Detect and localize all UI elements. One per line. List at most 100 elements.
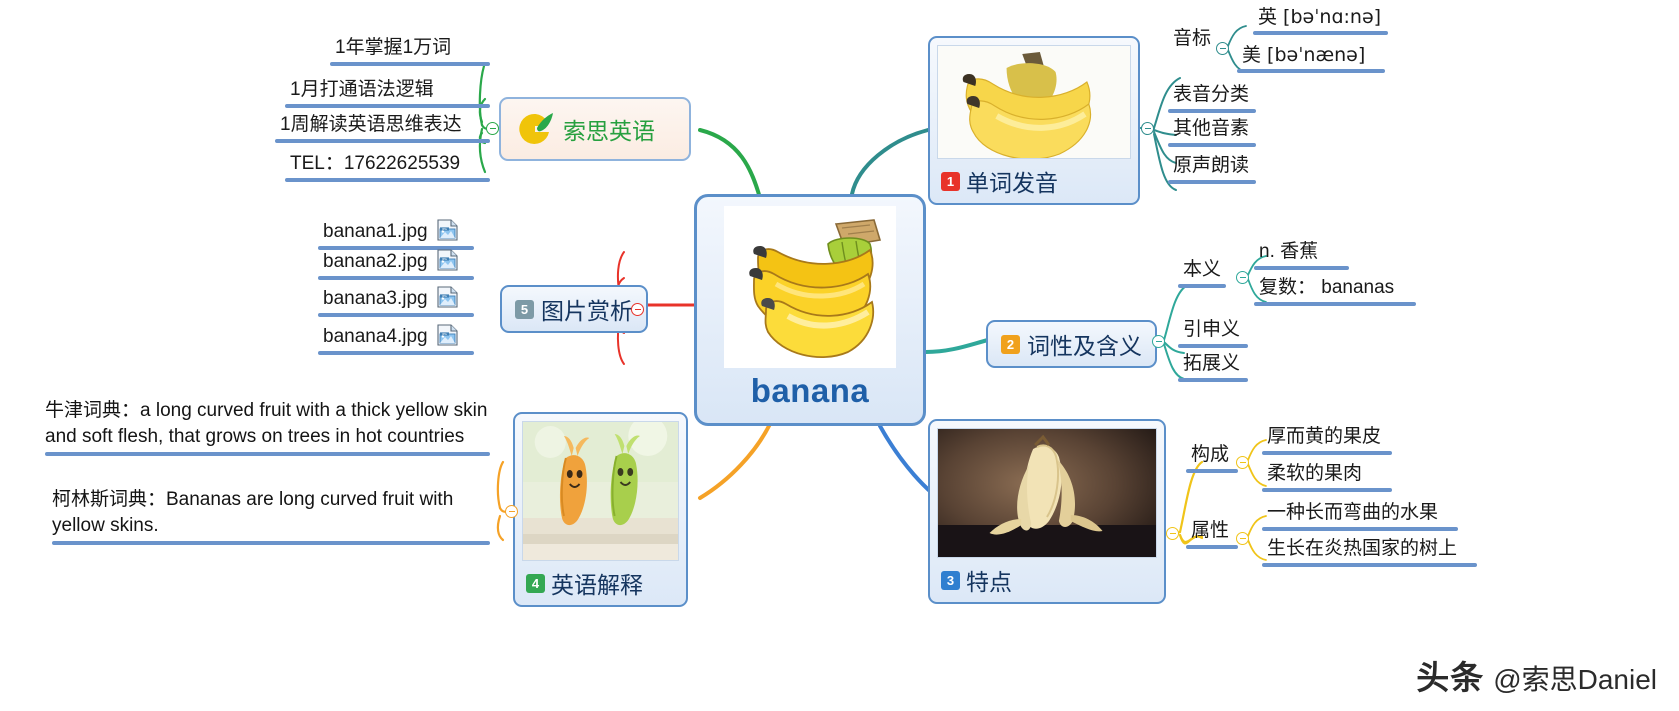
leaf-label: 厚而黄的果皮 (1267, 426, 1382, 447)
leaf-banana4-jpg[interactable]: banana4.jpg JPG (318, 324, 474, 356)
leaf-soft-flesh[interactable]: 柔软的果肉 (1262, 462, 1392, 493)
collapse-toggle-picture-appreciation[interactable] (631, 303, 644, 316)
leaf-underline (1168, 180, 1256, 185)
leaf-underline (275, 139, 490, 144)
english-explanation-caption: 4 英语解释 (522, 566, 643, 600)
leaf-expanded-meaning[interactable]: 拓展义 (1178, 352, 1248, 383)
collapse-toggle-english-explanation[interactable] (505, 505, 518, 518)
promo-label: 1年掌握1万词 (335, 37, 452, 58)
leaf-ipa-american[interactable]: 美 [bəˈnænə] (1237, 43, 1385, 74)
leaf-other-phonemes[interactable]: 其他音素 (1168, 117, 1256, 148)
leaf-underline (1186, 469, 1238, 474)
leaf-underline (1262, 451, 1392, 456)
collapse-toggle-literal[interactable] (1236, 271, 1249, 284)
brand-name: 索思英语 (563, 118, 655, 144)
branch-label-4: 英语解释 (551, 572, 643, 598)
branch-card-features[interactable]: 3 特点 (928, 419, 1166, 604)
leaf-banana2-jpg[interactable]: banana2.jpg JPG (318, 249, 474, 281)
leaf-label: 构成 (1191, 444, 1230, 465)
branch-label-5: 图片赏析 (541, 298, 633, 324)
leaf-underline (285, 178, 490, 183)
branch-node-part-of-speech[interactable]: 2 词性及含义 (986, 320, 1157, 368)
collapse-toggle-promo[interactable] (486, 122, 499, 135)
leaf-underline (318, 313, 474, 318)
leaf-composition[interactable]: 构成 (1186, 443, 1238, 474)
leaf-collins-definition[interactable]: 柯林斯词典：Bananas are long curved fruit with… (52, 487, 490, 546)
leaf-label: 其他音素 (1173, 118, 1250, 139)
leaf-underline (285, 104, 490, 109)
collapse-toggle-composition[interactable] (1236, 456, 1249, 469)
leaf-underline (1253, 31, 1388, 36)
leaf-underline (45, 452, 490, 457)
leaf-label: 英 [bəˈnɑ:nə] (1258, 6, 1382, 28)
leaf-underline (330, 62, 490, 67)
collapse-toggle-attributes[interactable] (1236, 532, 1249, 545)
jpg-filename: banana3.jpg (323, 288, 428, 309)
svg-text:JPG: JPG (441, 332, 447, 336)
jpg-filename-row: banana1.jpg JPG (318, 219, 474, 246)
leaf-label: 属性 (1191, 520, 1230, 541)
promo-item-0[interactable]: 1年掌握1万词 (330, 36, 490, 67)
leaf-thick-yellow-peel[interactable]: 厚而黄的果皮 (1262, 425, 1392, 456)
leaf-underline (1237, 69, 1385, 74)
leaf-oxford-definition[interactable]: 牛津词典：a long curved fruit with a thick ye… (45, 398, 490, 457)
leaf-underline (1262, 563, 1477, 568)
leaf-label: 拓展义 (1183, 353, 1241, 374)
leaf-attributes[interactable]: 属性 (1186, 519, 1238, 550)
leaf-long-curved-fruit[interactable]: 一种长而弯曲的水果 (1262, 501, 1458, 532)
pronunciation-thumbnail (937, 45, 1131, 159)
leaf-banana3-jpg[interactable]: banana3.jpg JPG (318, 286, 474, 318)
promo-item-2[interactable]: 1周解读英语思维表达 (275, 113, 490, 144)
leaf-label: 音标 (1173, 28, 1212, 49)
leaf-label: 美 [bəˈnænə] (1242, 44, 1366, 66)
branch-card-english-explanation[interactable]: 4 英语解释 (513, 412, 688, 607)
leaf-label: 原声朗读 (1173, 155, 1250, 176)
leaf-banana1-jpg[interactable]: banana1.jpg JPG (318, 219, 474, 251)
leaf-label: 生长在炎热国家的树上 (1267, 538, 1458, 559)
branch-label-2: 词性及含义 (1027, 333, 1142, 359)
g-leaf-logo-icon (513, 108, 555, 150)
branch-label-3: 特点 (966, 569, 1012, 595)
promo-item-1[interactable]: 1月打通语法逻辑 (285, 78, 490, 109)
leaf-label: 表音分类 (1173, 84, 1250, 105)
leaf-ipa-british[interactable]: 英 [bəˈnɑ:nə] (1253, 5, 1388, 36)
leaf-underline (1262, 488, 1392, 493)
brand-logo-node[interactable]: 索思英语 (499, 97, 691, 161)
leaf-phonetic-symbol[interactable]: 音标 (1168, 27, 1216, 57)
leaf-underline (1262, 527, 1458, 532)
leaf-extended-meaning[interactable]: 引申义 (1178, 318, 1248, 349)
leaf-phonetic-classification[interactable]: 表音分类 (1168, 83, 1256, 114)
central-title: banana (750, 372, 870, 409)
collapse-toggle-features[interactable] (1166, 527, 1179, 540)
jpg-filename-row: banana4.jpg JPG (318, 324, 474, 351)
leaf-native-reading[interactable]: 原声朗读 (1168, 154, 1256, 185)
branch-badge-5: 5 (515, 299, 534, 319)
leaf-noun-banana[interactable]: n. 香蕉 (1254, 240, 1349, 271)
central-node[interactable]: banana (694, 194, 926, 426)
leaf-plural-form[interactable]: 复数： bananas (1254, 276, 1416, 307)
jpg-file-icon: JPG (437, 249, 458, 271)
collapse-toggle-phonetic[interactable] (1216, 42, 1229, 55)
collins-definition-text: 柯林斯词典：Bananas are long curved fruit with… (52, 489, 454, 537)
leaf-label: 柔软的果肉 (1267, 463, 1363, 484)
jpg-filename: banana2.jpg (323, 251, 428, 272)
oxford-definition-text: 牛津词典：a long curved fruit with a thick ye… (45, 400, 488, 448)
features-thumbnail (937, 428, 1157, 558)
promo-item-3[interactable]: TEL：17622625539 (285, 152, 490, 183)
collapse-toggle-part-of-speech[interactable] (1152, 335, 1165, 348)
promo-label: TEL：17622625539 (290, 153, 461, 174)
leaf-underline (1178, 344, 1248, 349)
watermark-handle: @索思Daniel (1493, 664, 1657, 695)
jpg-filename-row: banana3.jpg JPG (318, 286, 474, 313)
leaf-underline (52, 541, 490, 546)
leaf-label: 引申义 (1183, 319, 1241, 340)
svg-text:JPG: JPG (441, 257, 447, 261)
leaf-label: 本义 (1183, 259, 1222, 280)
leaf-literal-meaning[interactable]: 本义 (1178, 258, 1226, 289)
branch-badge-3: 3 (941, 570, 960, 590)
collapse-toggle-pronunciation[interactable] (1141, 122, 1154, 135)
svg-text:JPG: JPG (441, 227, 447, 231)
branch-node-picture-appreciation[interactable]: 5 图片赏析 (500, 285, 648, 333)
branch-card-pronunciation[interactable]: 1 单词发音 (928, 36, 1140, 205)
leaf-grows-hot-countries[interactable]: 生长在炎热国家的树上 (1262, 537, 1477, 568)
